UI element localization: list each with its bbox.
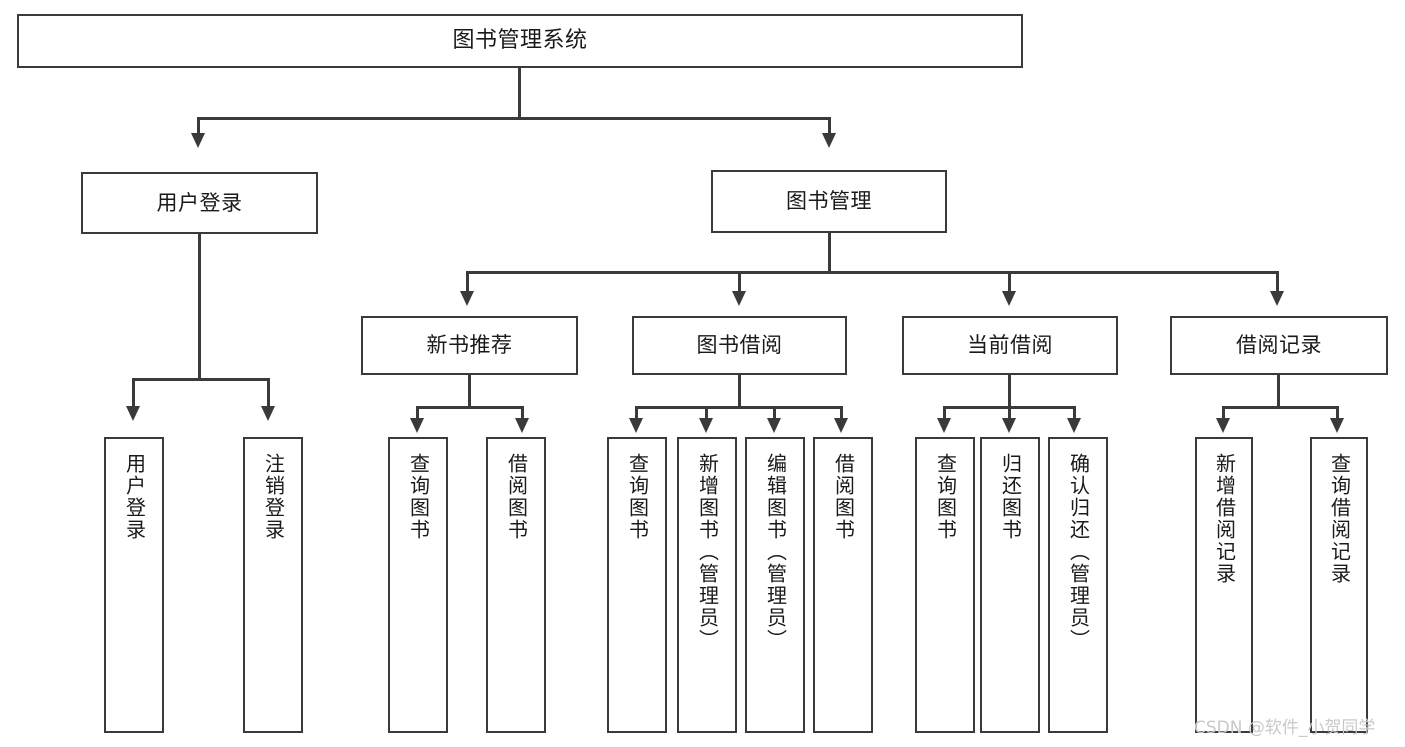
connector-current-borrow-drop-2 bbox=[1008, 406, 1011, 420]
leaf-query-books-current[interactable]: 查询图书 bbox=[915, 437, 975, 733]
connector-level2-drop-1 bbox=[466, 271, 469, 293]
node-label: 查询图书 bbox=[406, 453, 431, 541]
arrow-to-leaf-add-record bbox=[1216, 418, 1230, 433]
node-current-borrow[interactable]: 当前借阅 bbox=[902, 316, 1118, 375]
connector-borrow-records-drop-2 bbox=[1336, 406, 1339, 420]
connector-book-borrow-drop-2 bbox=[705, 406, 708, 420]
node-book-management[interactable]: 图书管理 bbox=[711, 170, 947, 233]
connector-new-books-stem bbox=[468, 375, 471, 408]
node-label: 查询图书 bbox=[625, 453, 650, 541]
connector-level1-bus bbox=[197, 117, 831, 120]
node-label: 用户登录 bbox=[122, 453, 147, 541]
arrow-to-leaf-user-login bbox=[126, 406, 140, 421]
connector-level2-drop-3 bbox=[1008, 271, 1011, 293]
connector-level2-bus bbox=[466, 271, 1278, 274]
arrow-to-leaf-return-book bbox=[1002, 418, 1016, 433]
connector-book-borrow-drop-4 bbox=[840, 406, 843, 420]
leaf-borrow-books-borrow[interactable]: 借阅图书 bbox=[813, 437, 873, 733]
connector-new-books-bus bbox=[416, 406, 524, 409]
node-label: 确认归还（管理员） bbox=[1066, 453, 1091, 651]
node-label: 图书借阅 bbox=[696, 333, 783, 358]
connector-user-login-stem bbox=[198, 234, 201, 380]
connector-user-login-bus bbox=[132, 378, 270, 381]
connector-borrow-records-stem bbox=[1277, 375, 1280, 408]
connector-new-books-drop-2 bbox=[521, 406, 524, 420]
connector-current-borrow-drop-1 bbox=[943, 406, 946, 420]
connector-borrow-records-drop-1 bbox=[1222, 406, 1225, 420]
connector-book-borrow-drop-1 bbox=[635, 406, 638, 420]
leaf-user-login[interactable]: 用户登录 bbox=[104, 437, 164, 733]
node-label: 查询图书 bbox=[933, 453, 958, 541]
connector-book-borrow-bus bbox=[635, 406, 843, 409]
node-label: 新书推荐 bbox=[426, 333, 513, 358]
leaf-query-books-new[interactable]: 查询图书 bbox=[388, 437, 448, 733]
arrow-to-leaf-borrow-books-2 bbox=[834, 418, 848, 433]
connector-level2-drop-4 bbox=[1276, 271, 1279, 293]
node-book-borrow[interactable]: 图书借阅 bbox=[632, 316, 847, 375]
arrow-to-leaf-query-books-3 bbox=[937, 418, 951, 433]
arrow-to-borrow-records bbox=[1270, 291, 1284, 306]
arrow-to-leaf-edit-book bbox=[767, 418, 781, 433]
connector-current-borrow-stem bbox=[1008, 375, 1011, 408]
connector-user-login-drop-2 bbox=[267, 378, 270, 408]
connector-current-borrow-drop-3 bbox=[1073, 406, 1076, 420]
leaf-query-books-borrow[interactable]: 查询图书 bbox=[607, 437, 667, 733]
node-label: 编辑图书（管理员） bbox=[763, 453, 788, 651]
node-label: 归还图书 bbox=[998, 453, 1023, 541]
csdn-watermark: CSDN @软件_小贺同学 bbox=[1194, 718, 1376, 738]
arrow-to-new-books bbox=[460, 291, 474, 306]
connector-level1-drop-left bbox=[197, 117, 200, 135]
node-label: 注销登录 bbox=[261, 453, 286, 541]
arrow-to-leaf-add-book bbox=[699, 418, 713, 433]
connector-book-management-stem bbox=[828, 233, 831, 273]
leaf-query-borrow-record[interactable]: 查询借阅记录 bbox=[1310, 437, 1368, 733]
arrow-to-user-login bbox=[191, 133, 205, 148]
connector-user-login-drop-1 bbox=[132, 378, 135, 408]
arrow-to-leaf-logout bbox=[261, 406, 275, 421]
node-label: 新增图书（管理员） bbox=[695, 453, 720, 651]
connector-borrow-records-bus bbox=[1222, 406, 1339, 409]
node-label: 当前借阅 bbox=[967, 333, 1053, 358]
node-new-book-recommend[interactable]: 新书推荐 bbox=[361, 316, 578, 375]
connector-book-borrow-drop-3 bbox=[773, 406, 776, 420]
node-root-system[interactable]: 图书管理系统 bbox=[17, 14, 1023, 68]
arrow-to-current-borrow bbox=[1002, 291, 1016, 306]
node-borrow-records[interactable]: 借阅记录 bbox=[1170, 316, 1388, 375]
node-label: 借阅图书 bbox=[504, 453, 529, 541]
arrow-to-leaf-query-record bbox=[1330, 418, 1344, 433]
arrow-to-book-borrow bbox=[732, 291, 746, 306]
node-label: 查询借阅记录 bbox=[1327, 453, 1352, 585]
leaf-add-book-admin[interactable]: 新增图书（管理员） bbox=[677, 437, 737, 733]
leaf-return-book[interactable]: 归还图书 bbox=[980, 437, 1040, 733]
leaf-confirm-return-admin[interactable]: 确认归还（管理员） bbox=[1048, 437, 1108, 733]
connector-new-books-drop-1 bbox=[416, 406, 419, 420]
connector-level1-drop-right bbox=[828, 117, 831, 135]
arrow-to-leaf-query-books-2 bbox=[629, 418, 643, 433]
arrow-to-book-management bbox=[822, 133, 836, 148]
connector-level2-drop-2 bbox=[738, 271, 741, 293]
arrow-to-leaf-borrow-books-1 bbox=[515, 418, 529, 433]
connector-book-borrow-stem bbox=[738, 375, 741, 408]
connector-root-stem bbox=[518, 68, 521, 119]
leaf-edit-book-admin[interactable]: 编辑图书（管理员） bbox=[745, 437, 805, 733]
leaf-add-borrow-record[interactable]: 新增借阅记录 bbox=[1195, 437, 1253, 733]
node-label: 新增借阅记录 bbox=[1212, 453, 1237, 585]
node-label: 借阅记录 bbox=[1236, 333, 1322, 358]
node-label: 图书管理 bbox=[786, 189, 872, 214]
node-label: 用户登录 bbox=[156, 190, 243, 215]
node-user-login[interactable]: 用户登录 bbox=[81, 172, 318, 234]
node-label: 图书管理系统 bbox=[452, 28, 588, 54]
arrow-to-leaf-query-books-1 bbox=[410, 418, 424, 433]
node-label: 借阅图书 bbox=[831, 453, 856, 541]
leaf-logout[interactable]: 注销登录 bbox=[243, 437, 303, 733]
leaf-borrow-books-new[interactable]: 借阅图书 bbox=[486, 437, 546, 733]
arrow-to-leaf-confirm-return bbox=[1067, 418, 1081, 433]
